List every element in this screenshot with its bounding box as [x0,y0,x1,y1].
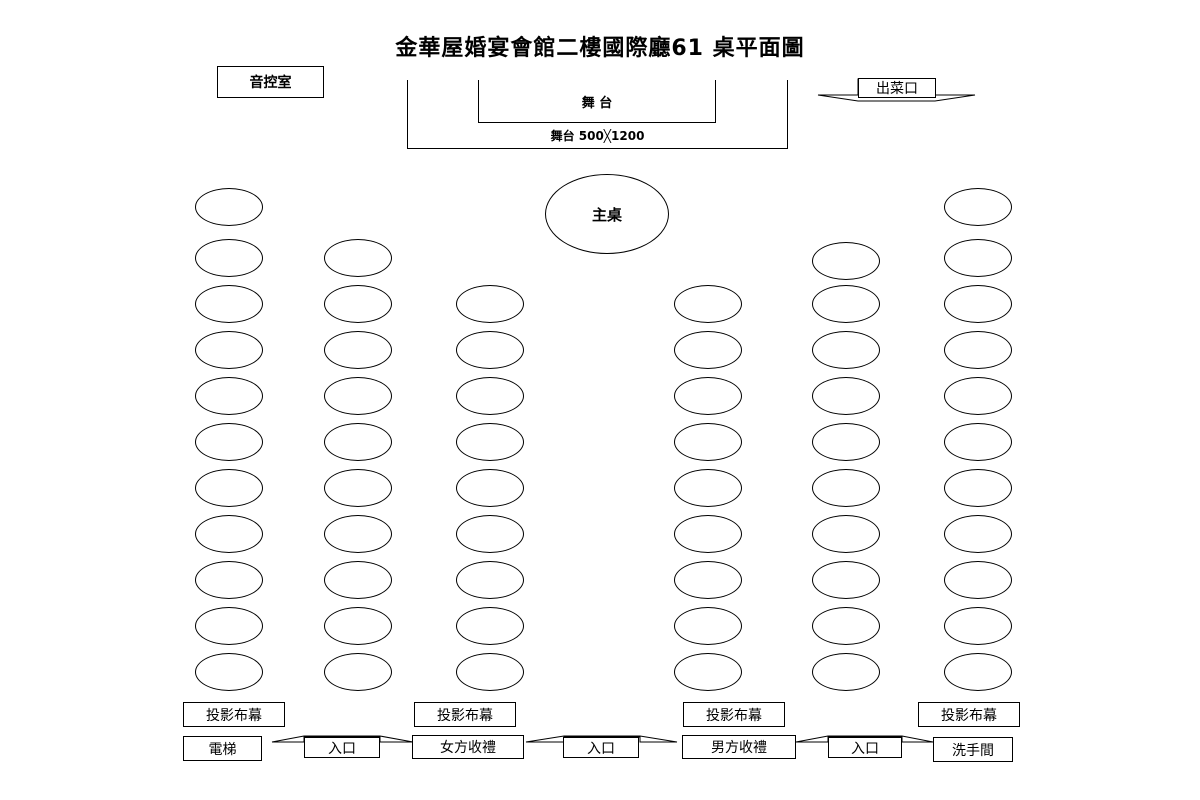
guest-table [812,653,880,691]
guest-table [944,653,1012,691]
guest-table [812,561,880,599]
guest-table [456,423,524,461]
guest-table [812,377,880,415]
guest-table [674,607,742,645]
guest-table [456,469,524,507]
projection-screen-4: 投影布幕 [918,702,1020,727]
guest-table [195,561,263,599]
stage: 舞 台 [478,80,716,123]
guest-table [456,285,524,323]
projection-screen-1: 投影布幕 [183,702,285,727]
bride-gift-desk: 女方收禮 [412,735,524,759]
guest-table [195,607,263,645]
guest-table [324,653,392,691]
guest-table [456,607,524,645]
elevator: 電梯 [183,736,262,761]
guest-table [195,423,263,461]
guest-table [456,653,524,691]
guest-table [812,515,880,553]
entrance-1: 入口 [304,737,380,758]
guest-table [456,561,524,599]
projection-screen-2: 投影布幕 [414,702,516,727]
stage-area [407,80,788,149]
guest-table [324,607,392,645]
floor-plan-title: 金華屋婚宴會館二樓國際廳61 桌平面圖 [395,36,805,61]
guest-table [195,239,263,277]
guest-table [195,653,263,691]
main-table: 主桌 [545,174,669,254]
groom-gift-desk: 男方收禮 [682,735,796,759]
guest-table [674,653,742,691]
guest-table [944,469,1012,507]
guest-table [674,469,742,507]
guest-table [195,469,263,507]
guest-table [324,331,392,369]
guest-table [812,423,880,461]
guest-table [944,285,1012,323]
serving-exit-label: 出菜口 [858,78,936,98]
projection-screen-3: 投影布幕 [683,702,785,727]
guest-table [324,377,392,415]
guest-table [324,239,392,277]
guest-table [324,561,392,599]
guest-table [324,515,392,553]
entrance-3: 入口 [828,737,902,758]
guest-table [195,285,263,323]
guest-table [674,515,742,553]
guest-table [944,377,1012,415]
guest-table [195,331,263,369]
stage-size-label: 舞台 500╳1200 [550,129,645,143]
guest-table [944,607,1012,645]
guest-table [324,469,392,507]
guest-table [944,239,1012,277]
guest-table [195,188,263,226]
guest-table [944,515,1012,553]
guest-table [944,561,1012,599]
guest-table [324,423,392,461]
guest-table [812,242,880,280]
guest-table [812,331,880,369]
guest-table [812,469,880,507]
guest-table [674,561,742,599]
guest-table [456,515,524,553]
guest-table [674,331,742,369]
guest-table [674,285,742,323]
restroom: 洗手間 [933,737,1013,762]
guest-table [812,607,880,645]
entrance-2: 入口 [563,737,639,758]
guest-table [944,188,1012,226]
guest-table [195,377,263,415]
guest-table [456,331,524,369]
sound-control-room: 音控室 [217,66,324,98]
guest-table [812,285,880,323]
guest-table [456,377,524,415]
guest-table [674,377,742,415]
guest-table [324,285,392,323]
guest-table [944,331,1012,369]
guest-table [195,515,263,553]
guest-table [944,423,1012,461]
guest-table [674,423,742,461]
